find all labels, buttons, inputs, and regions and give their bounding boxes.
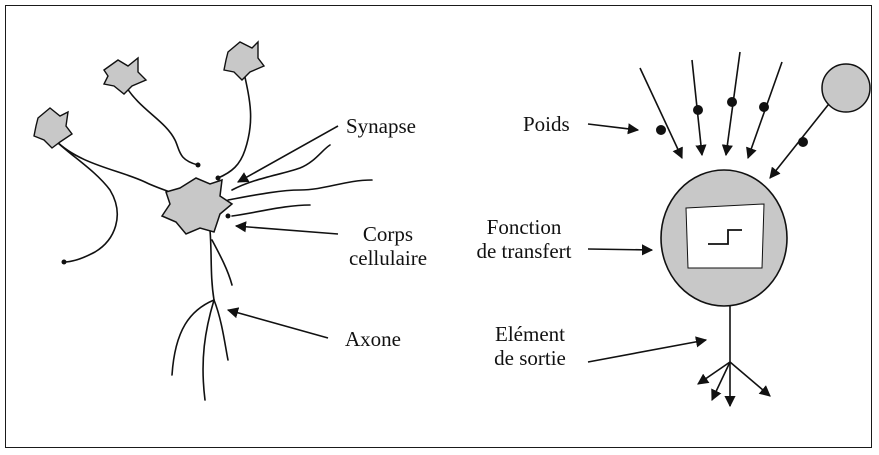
input-node: [822, 64, 870, 112]
presynaptic-cell: [224, 42, 264, 80]
weight-dot: [798, 137, 808, 147]
dendrite: [232, 145, 330, 190]
output-label-line2: de sortie: [478, 346, 582, 370]
artificial-neuron: [588, 52, 870, 406]
axon-branch: [212, 240, 232, 285]
output-arrow: [730, 362, 770, 396]
axon-branch: [214, 300, 228, 360]
axon-branch: [203, 300, 214, 400]
cell-body-label-line2: cellulaire: [338, 246, 438, 270]
transfer-function-box: [686, 204, 764, 268]
input-arrows: [640, 52, 832, 178]
output-label-line1: Elément: [478, 322, 582, 346]
dendrite: [232, 205, 310, 216]
weights-label: Poids: [523, 112, 570, 136]
synapse-label: Synapse: [346, 114, 416, 138]
dendrite: [218, 68, 251, 178]
cell-body-arrow: [236, 226, 338, 234]
cell-body: [162, 178, 232, 234]
transfer-label-line2: de transfert: [464, 239, 584, 263]
output-arrows: [698, 306, 770, 406]
weight-dot: [656, 125, 666, 135]
weight-dot: [693, 105, 703, 115]
weight-dot: [727, 97, 737, 107]
biological-pointers: [228, 126, 338, 338]
weight-dot: [759, 102, 769, 112]
presynaptic-cells: [34, 42, 264, 148]
cell-body-label-line1: Corps: [338, 222, 438, 246]
weights-arrow: [588, 124, 638, 130]
presynaptic-cell: [34, 108, 72, 148]
biological-neuron: [55, 68, 372, 400]
dendrite: [55, 140, 117, 262]
output-element-label: Elément de sortie: [478, 322, 582, 370]
axon-branch: [172, 300, 214, 375]
input-arrow: [640, 68, 682, 158]
weight-dots: [656, 97, 808, 147]
cell-body-label: Corps cellulaire: [338, 222, 438, 270]
dendrite: [125, 85, 198, 165]
axon-arrow: [228, 310, 328, 338]
dendrite: [55, 140, 178, 195]
output-pointer-arrow: [588, 340, 706, 362]
axon-label: Axone: [345, 327, 401, 351]
transfer-function-label: Fonction de transfert: [464, 215, 584, 263]
presynaptic-cell: [104, 58, 146, 94]
transfer-arrow: [588, 249, 652, 250]
synapse-arrow: [238, 126, 338, 182]
transfer-label-line1: Fonction: [464, 215, 584, 239]
